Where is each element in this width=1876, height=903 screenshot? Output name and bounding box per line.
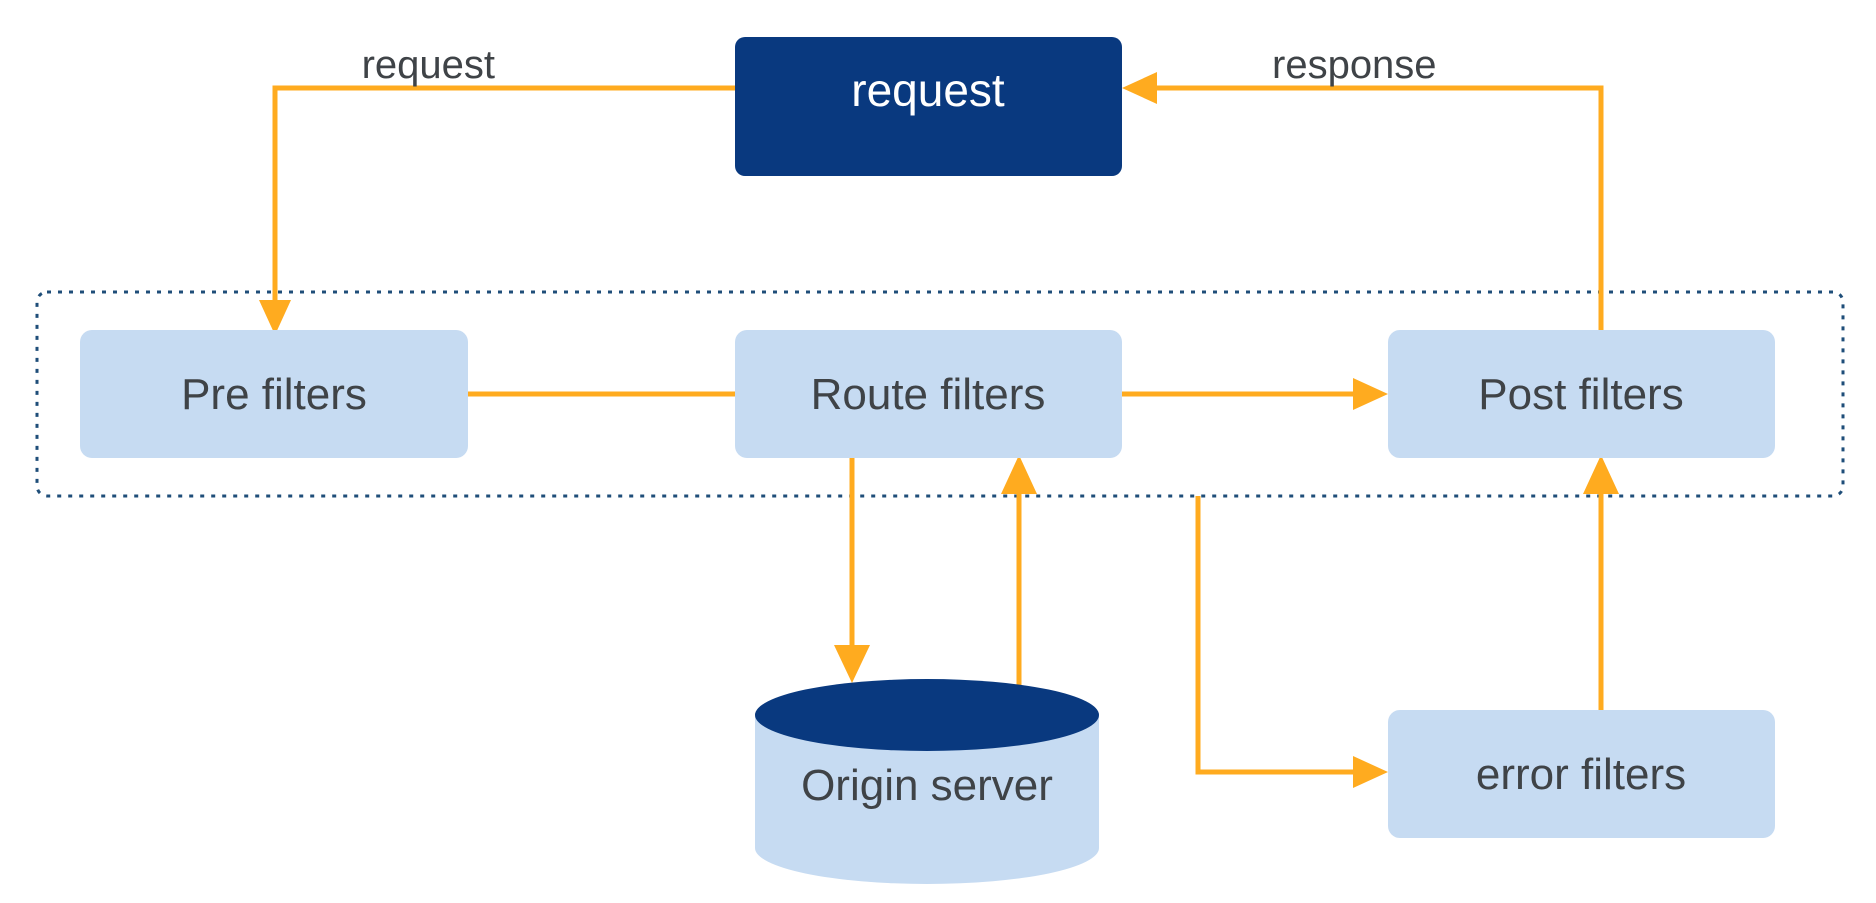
edge-label-request: request bbox=[362, 43, 495, 87]
edge-post-to-request bbox=[1122, 72, 1604, 330]
node-request[interactable]: request bbox=[735, 37, 1122, 176]
node-error-filters[interactable]: error filters bbox=[1388, 710, 1775, 838]
node-origin-server[interactable]: Origin server bbox=[755, 679, 1099, 884]
edge-label-response: response bbox=[1272, 43, 1437, 87]
origin-server-top-cap bbox=[755, 679, 1099, 751]
edge-route-to-error bbox=[1195, 496, 1388, 788]
edge-error-to-post bbox=[1583, 455, 1619, 710]
node-pre-filters-label: Pre filters bbox=[181, 370, 367, 419]
node-post-filters-label: Post filters bbox=[1478, 370, 1683, 419]
node-pre-filters[interactable]: Pre filters bbox=[80, 330, 468, 458]
node-route-filters[interactable]: Route filters bbox=[735, 330, 1122, 458]
node-origin-server-label: Origin server bbox=[801, 761, 1053, 810]
filter-group-boundary bbox=[35, 290, 1845, 498]
node-post-filters[interactable]: Post filters bbox=[1388, 330, 1775, 458]
edge-route-to-origin bbox=[834, 458, 870, 683]
edge-origin-to-route bbox=[1001, 455, 1037, 700]
edge-request-to-pre bbox=[259, 85, 735, 335]
node-route-filters-label: Route filters bbox=[811, 370, 1046, 419]
node-error-filters-label: error filters bbox=[1476, 750, 1686, 799]
edge-route-to-post bbox=[1122, 378, 1388, 410]
node-request-label: request bbox=[851, 64, 1005, 116]
